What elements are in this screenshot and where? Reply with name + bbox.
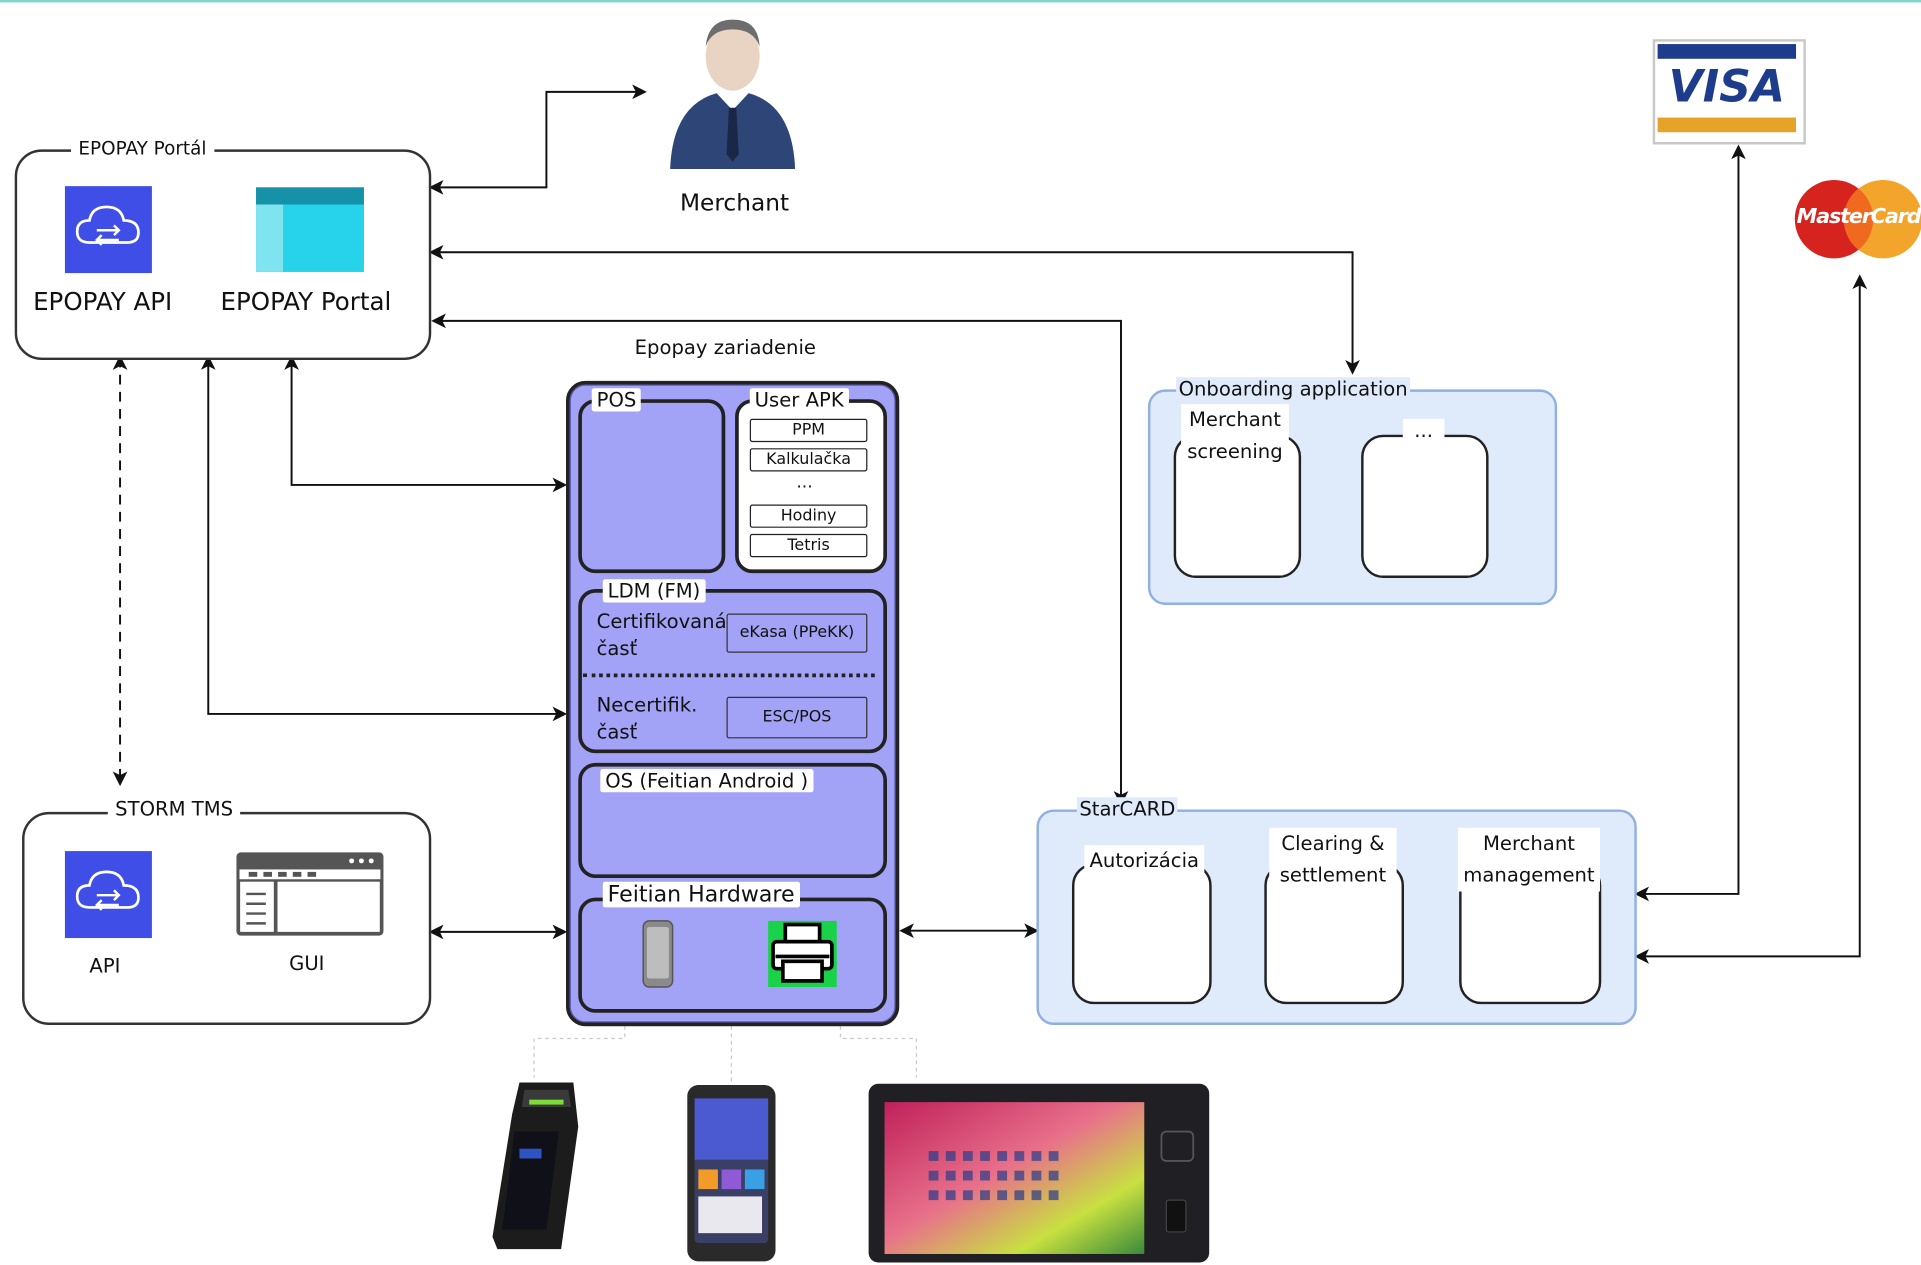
apk-item-tetris: Tetris <box>749 533 868 558</box>
merchant-person-icon <box>670 19 796 169</box>
pos-label: POS <box>591 388 642 412</box>
epopay-portal-label: EPOPAY Portal <box>220 286 392 316</box>
onboarding-slot-more <box>1361 434 1489 579</box>
device-title: Epopay zariadenie <box>634 335 816 359</box>
arrow-portal-onboarding <box>428 244 1360 375</box>
screening-line2: screening <box>1187 439 1283 463</box>
cloud-sync-icon <box>64 851 152 939</box>
storm-api-label: API <box>89 953 121 978</box>
arrow-portal-pos <box>284 355 568 493</box>
arrow-portal-merchant <box>428 84 647 195</box>
clearing-line1: Clearing & <box>1281 831 1385 855</box>
os-label: OS (Feitian Android ) <box>600 769 814 793</box>
certified-label-line2: časť <box>596 636 638 661</box>
apk-item-ellipsis: ... <box>796 472 813 493</box>
clearing-line2: settlement <box>1279 863 1387 887</box>
merchant-label: Merchant <box>679 189 790 217</box>
mastercard-wordmark: MasterCard <box>1796 204 1921 229</box>
cloud-sync-icon <box>64 186 152 274</box>
apk-item-hodiny: Hodiny <box>749 504 868 528</box>
arrow-visa-starcard <box>1634 144 1746 902</box>
user-apk-label: User APK <box>749 388 849 412</box>
tablet-terminal-photo <box>868 1083 1210 1263</box>
escpos-box: ESC/POS <box>726 696 868 739</box>
merchant-management-line2: management <box>1463 863 1595 887</box>
onboarding-slot-screening-label: Merchant screening <box>1181 404 1289 468</box>
hardware-label: Feitian Hardware <box>602 881 800 908</box>
apk-item-ppm: PPM <box>749 418 868 443</box>
arrow-portal-starcard <box>431 313 1129 806</box>
certified-label-line1: Certifikovaná <box>596 609 727 634</box>
epopay-api-label: EPOPAY API <box>33 286 173 316</box>
visa-logo: VISA <box>1652 39 1806 145</box>
merchant-management-line1: Merchant <box>1483 831 1575 855</box>
printer-icon <box>768 920 837 988</box>
phone-icon <box>642 920 674 988</box>
uncertified-label-line2: časť <box>596 720 638 744</box>
hardware-box <box>578 897 887 1013</box>
ekasa-box: eKasa (PPeKK) <box>726 613 868 653</box>
screening-line1: Merchant <box>1188 407 1281 432</box>
pos-box <box>578 399 726 574</box>
arrow-mastercard-starcard <box>1634 274 1868 964</box>
starcard-slot-clearing-label: Clearing & settlement <box>1269 827 1397 892</box>
starcard-slot-autorizacia-label: Autorizácia <box>1084 844 1205 877</box>
storm-gui-label: GUI <box>289 951 325 975</box>
starcard-slot-autorizacia <box>1071 863 1212 1005</box>
onboarding-slot-more-label: ... <box>1402 418 1445 444</box>
visa-wordmark: VISA <box>1668 62 1786 113</box>
top-accent-line <box>0 0 1921 3</box>
gui-window-icon <box>236 852 384 936</box>
starcard-slot-merchant-management-label: Merchant management <box>1457 827 1601 892</box>
apk-item-kalkulacka: Kalkulačka <box>749 448 868 472</box>
mastercard-logo <box>1794 180 1921 259</box>
ldm-label: LDM (FM) <box>602 579 706 603</box>
starcard-label: StarCARD <box>1076 797 1178 821</box>
epopay-portal-group-label: EPOPAY Portál <box>71 137 214 160</box>
arrow-portal-ldm <box>200 355 568 722</box>
storm-tms-label: STORM TMS <box>107 797 241 821</box>
browser-window-icon <box>256 187 364 272</box>
handheld-terminal-photo <box>687 1084 776 1262</box>
uncertified-label-line1: Necertifik. <box>596 693 698 717</box>
onboarding-label: Onboarding application <box>1176 377 1411 401</box>
ldm-separator <box>583 673 875 678</box>
pos-terminal-photo <box>492 1082 579 1250</box>
